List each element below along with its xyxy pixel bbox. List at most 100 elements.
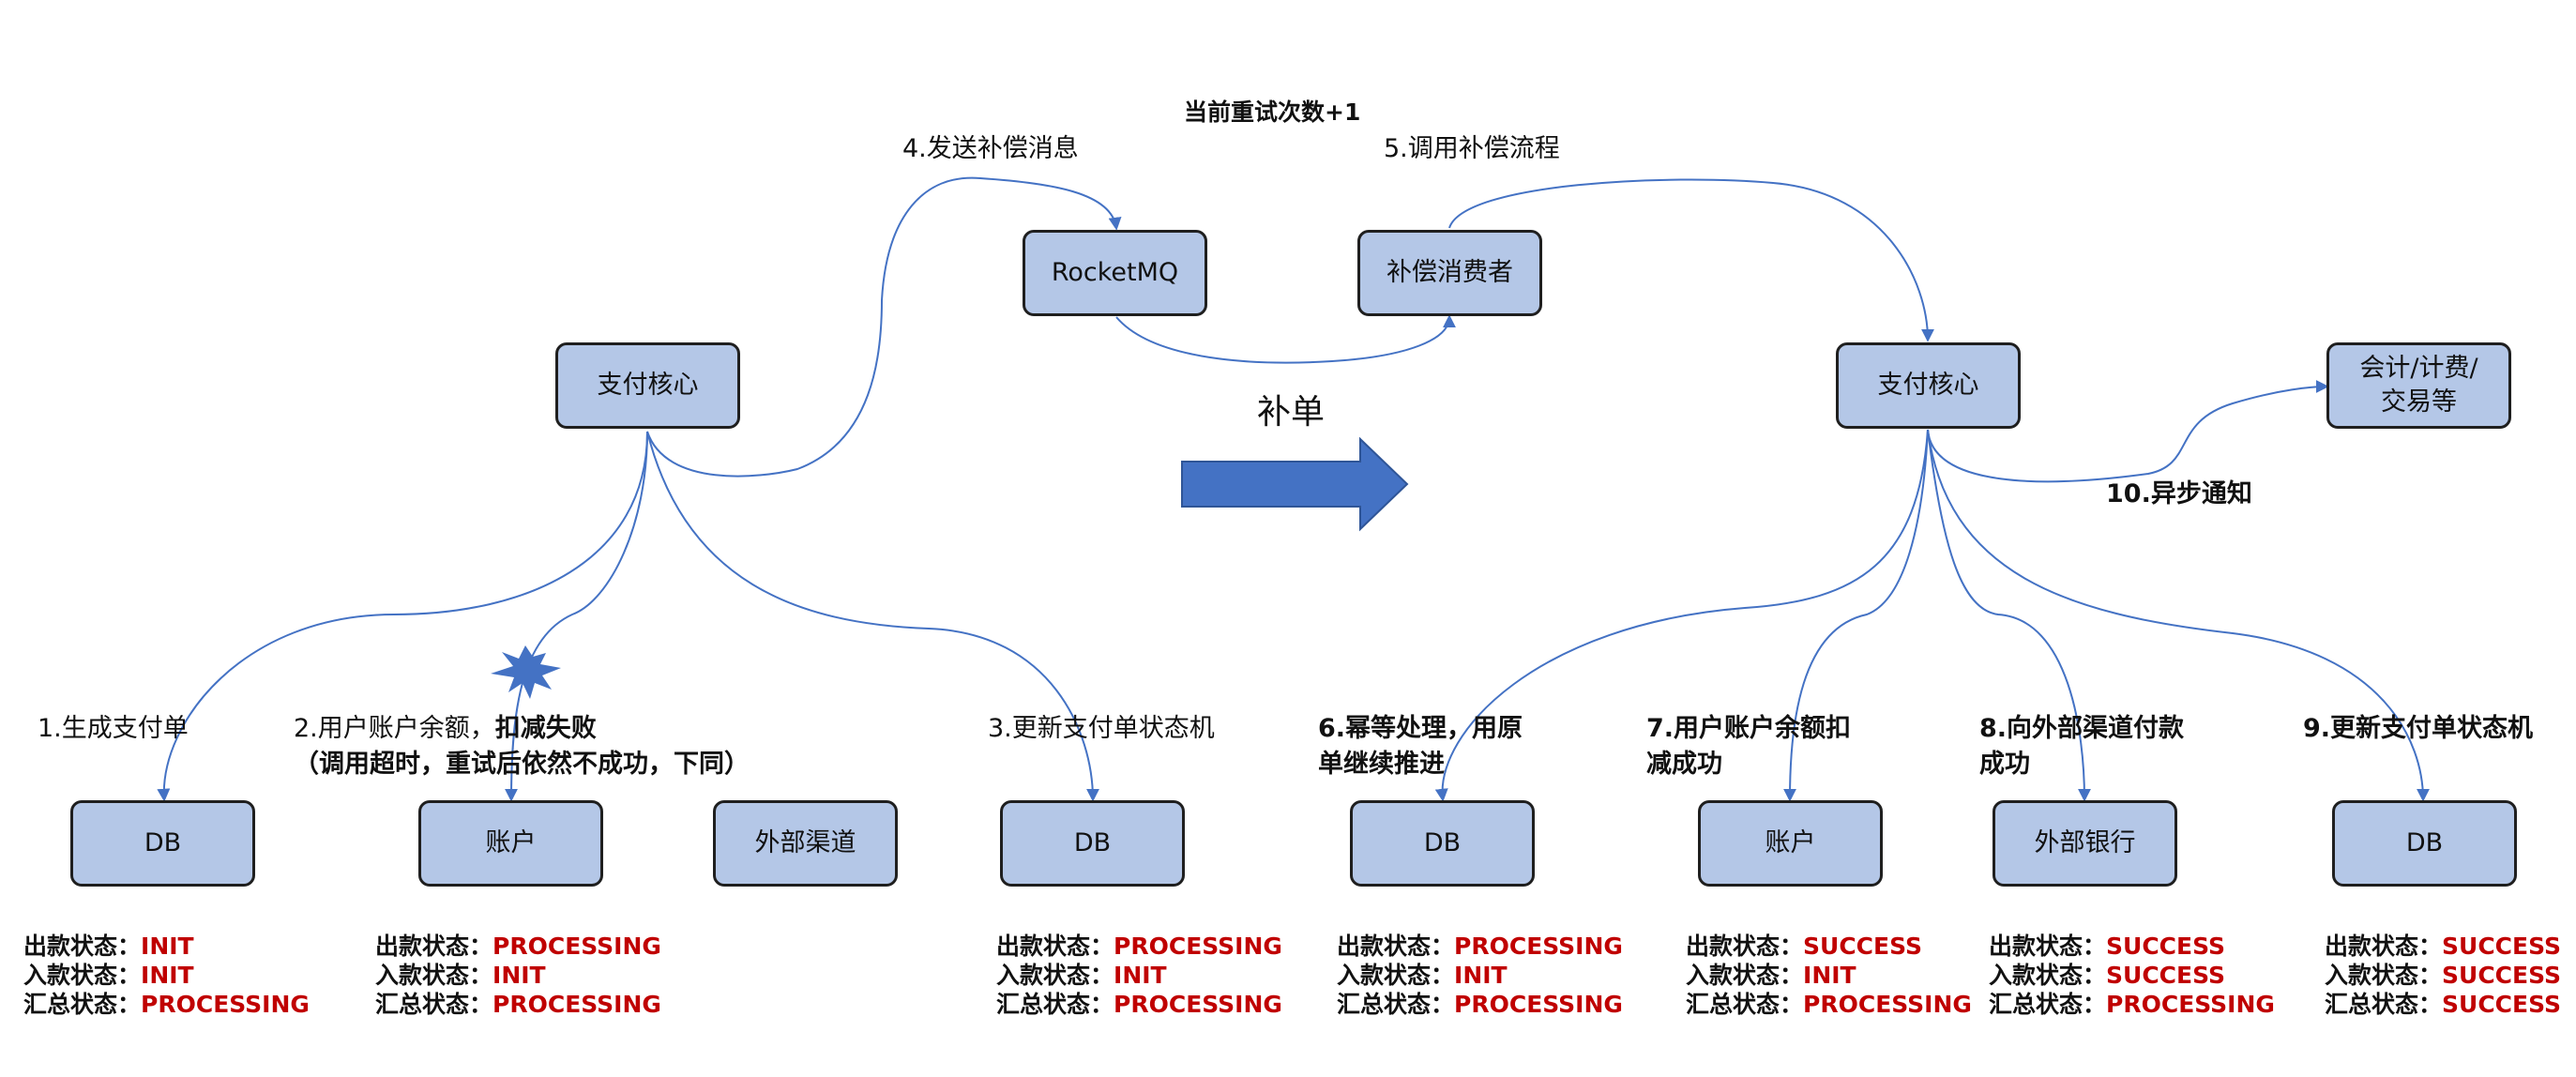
status-total-row: 汇总状态：PROCESSING <box>23 990 310 1019</box>
step1-label: 1.生成支付单 <box>38 714 189 743</box>
status-in-value: INIT <box>1454 962 1508 989</box>
status-out-key: 出款状态： <box>1337 933 1455 960</box>
status-in-row: 入款状态：INIT <box>375 961 661 990</box>
status-out-row: 出款状态：PROCESSING <box>375 932 661 961</box>
status-in-key: 入款状态： <box>1989 962 2107 989</box>
reorder-center-label: 补单 <box>1257 393 1326 432</box>
status-total-value: PROCESSING <box>2106 991 2275 1018</box>
step2-fail-text: 扣减失败 <box>494 714 597 743</box>
status-total-key: 汇总状态： <box>1337 991 1455 1018</box>
status-block-5: 出款状态：SUCCESS 入款状态：INIT 汇总状态：PROCESSING <box>1686 932 1972 1019</box>
status-block-3: 出款状态：PROCESSING 入款状态：INIT 汇总状态：PROCESSIN… <box>996 932 1282 1019</box>
status-total-row: 汇总状态：PROCESSING <box>996 990 1282 1019</box>
status-in-row: 入款状态：INIT <box>23 961 310 990</box>
status-total-value: SUCCESS <box>2442 991 2561 1018</box>
step2-note-label: （调用超时，重试后依然不成功，下同） <box>294 750 750 779</box>
status-total-key: 汇总状态： <box>23 991 142 1018</box>
status-out-value: SUCCESS <box>1803 933 1922 960</box>
status-in-value: INIT <box>1803 962 1856 989</box>
step6-label: 6.幂等处理，用原 单继续推进 <box>1318 714 1523 779</box>
status-in-value: INIT <box>141 962 194 989</box>
accounting-billing-node: 会计/计费/ 交易等 <box>2326 342 2511 429</box>
status-out-row: 出款状态：SUCCESS <box>1686 932 1972 961</box>
step3-label: 3.更新支付单状态机 <box>988 714 1215 743</box>
step4-label: 4.发送补偿消息 <box>902 134 1079 163</box>
edge-core-to-account1 <box>505 431 648 802</box>
step5-label: 5.调用补偿流程 <box>1384 134 1560 163</box>
status-in-row: 入款状态：SUCCESS <box>2325 961 2561 990</box>
edge-consumer-to-core-right <box>1448 178 1934 342</box>
status-block-4: 出款状态：PROCESSING 入款状态：INIT 汇总状态：PROCESSIN… <box>1337 932 1623 1019</box>
failure-explosion-icon <box>491 645 561 699</box>
status-out-row: 出款状态：PROCESSING <box>996 932 1282 961</box>
status-out-row: 出款状态：PROCESSING <box>1337 932 1623 961</box>
step2-prefix: 2.用户账户余额， <box>294 714 495 743</box>
edge-core-to-db2 <box>646 431 1099 802</box>
status-total-value: PROCESSING <box>492 991 661 1018</box>
status-total-value: PROCESSING <box>1114 991 1282 1018</box>
db-node-1: DB <box>70 800 255 887</box>
external-bank-node: 外部银行 <box>1993 800 2177 887</box>
account-node-2: 账户 <box>1698 800 1883 887</box>
status-total-key: 汇总状态： <box>996 991 1114 1018</box>
status-block-6: 出款状态：SUCCESS 入款状态：SUCCESS 汇总状态：PROCESSIN… <box>1989 932 2275 1019</box>
step10-label: 10.异步通知 <box>2106 479 2252 508</box>
status-in-key: 入款状态： <box>1686 962 1804 989</box>
status-out-value: SUCCESS <box>2106 933 2225 960</box>
status-in-row: 入款状态：SUCCESS <box>1989 961 2275 990</box>
status-out-row: 出款状态：SUCCESS <box>2325 932 2561 961</box>
status-in-key: 入款状态： <box>996 962 1114 989</box>
external-channel-node: 外部渠道 <box>713 800 898 887</box>
status-total-row: 汇总状态：SUCCESS <box>2325 990 2561 1019</box>
step8-label: 8.向外部渠道付款 成功 <box>1979 714 2185 779</box>
status-out-row: 出款状态：INIT <box>23 932 310 961</box>
status-in-value: SUCCESS <box>2106 962 2225 989</box>
edge-core-right-to-accounting <box>1927 380 2329 483</box>
status-in-key: 入款状态： <box>1337 962 1455 989</box>
status-in-value: INIT <box>492 962 546 989</box>
status-block-7: 出款状态：SUCCESS 入款状态：SUCCESS 汇总状态：SUCCESS <box>2325 932 2561 1019</box>
status-in-key: 入款状态： <box>23 962 142 989</box>
status-total-value: PROCESSING <box>1454 991 1623 1018</box>
status-total-row: 汇总状态：PROCESSING <box>1686 990 1972 1019</box>
status-total-key: 汇总状态： <box>1989 991 2107 1018</box>
status-total-key: 汇总状态： <box>1686 991 1804 1018</box>
status-total-row: 汇总状态：PROCESSING <box>1337 990 1623 1019</box>
status-in-row: 入款状态：INIT <box>1686 961 1972 990</box>
status-out-value: PROCESSING <box>1454 933 1623 960</box>
status-total-row: 汇总状态：PROCESSING <box>375 990 661 1019</box>
status-in-value: INIT <box>1114 962 1167 989</box>
payment-core-right-node: 支付核心 <box>1836 342 2021 429</box>
retry-count-label: 当前重试次数+1 <box>1184 99 1361 126</box>
db-node-4: DB <box>2332 800 2517 887</box>
status-out-value: SUCCESS <box>2442 933 2561 960</box>
status-total-key: 汇总状态： <box>375 991 493 1018</box>
status-block-1: 出款状态：INIT 入款状态：INIT 汇总状态：PROCESSING <box>23 932 310 1019</box>
status-total-value: PROCESSING <box>1803 991 1972 1018</box>
edge-core-right-to-account2 <box>1783 429 1929 802</box>
step7-label: 7.用户账户余额扣 减成功 <box>1646 714 1852 779</box>
db-node-2: DB <box>1000 800 1185 887</box>
compensation-consumer-node: 补偿消费者 <box>1357 230 1542 316</box>
status-total-key: 汇总状态： <box>2325 991 2443 1018</box>
account-node-1: 账户 <box>418 800 603 887</box>
status-in-key: 入款状态： <box>375 962 493 989</box>
db-node-3: DB <box>1350 800 1535 887</box>
status-out-key: 出款状态： <box>996 933 1114 960</box>
status-in-key: 入款状态： <box>2325 962 2443 989</box>
step9-label: 9.更新支付单状态机 <box>2303 714 2534 743</box>
status-total-value: PROCESSING <box>141 991 310 1018</box>
status-out-row: 出款状态：SUCCESS <box>1989 932 2275 961</box>
status-in-value: SUCCESS <box>2442 962 2561 989</box>
status-out-key: 出款状态： <box>2325 933 2443 960</box>
status-in-row: 入款状态：INIT <box>1337 961 1623 990</box>
big-right-arrow <box>1181 436 1409 532</box>
edge-core-to-rocketmq <box>646 176 1122 478</box>
edge-core-to-db1 <box>157 431 648 802</box>
status-out-value: PROCESSING <box>492 933 661 960</box>
status-out-value: INIT <box>141 933 194 960</box>
status-in-row: 入款状态：INIT <box>996 961 1282 990</box>
status-out-value: PROCESSING <box>1114 933 1282 960</box>
payment-core-left-node: 支付核心 <box>555 342 740 429</box>
